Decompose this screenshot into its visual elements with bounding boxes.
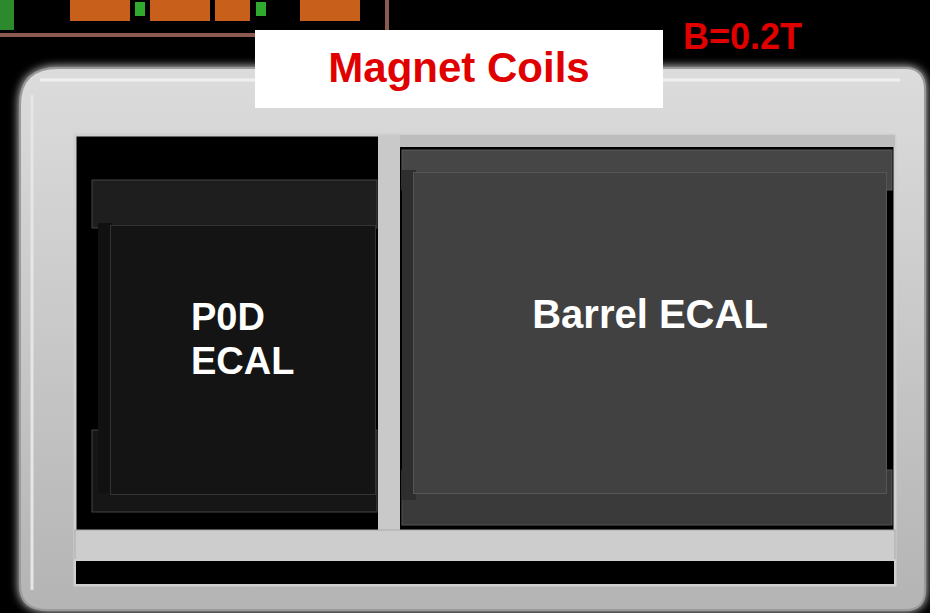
node-text: P0D ECAL [191,296,375,383]
node-text: Magnet Coils [328,44,589,92]
label-box: Magnet Coils [255,30,663,108]
field-label: B=0.2T [683,16,802,58]
ecal-module: Barrel ECAL [413,172,887,494]
magnet-coil-frame [20,68,925,610]
ecal-module: P0D ECAL [110,225,376,495]
node-text: Barrel ECAL [532,291,768,337]
p0d-ecal-top-slab [92,180,377,228]
